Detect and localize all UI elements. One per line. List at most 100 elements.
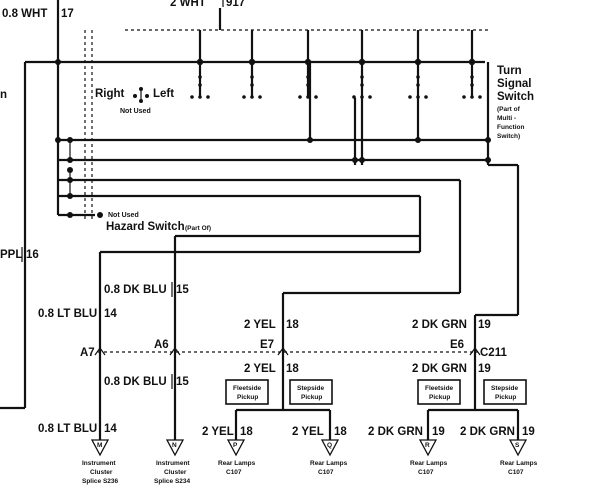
terminal-line2: Cluster (164, 469, 187, 476)
terminals: M Instrument Cluster Splice S236 N Instr… (82, 439, 538, 485)
terminal-n: N Instrument Cluster Splice S234 (154, 439, 191, 485)
contact-group-1 (190, 30, 210, 99)
fleetside-1-b: Pickup (237, 394, 258, 401)
dk-blu-upper-label: 0.8 DK BLU (104, 284, 167, 296)
terminal-letter: P (233, 442, 238, 449)
fleetside-2-b: Pickup (429, 394, 450, 401)
turn-signal-contacts (133, 30, 482, 103)
yel-upper-circuit: 18 (286, 319, 299, 331)
lt-blu-upper-label: 0.8 LT BLU (38, 308, 97, 320)
connector-a7: A7 (80, 347, 95, 359)
terminal-letter: Q (327, 442, 332, 449)
top-wires: 0.8 WHT 17 2 WHT 917 n (0, 0, 245, 101)
fleetside-box-2 (417, 379, 461, 405)
grn-bottom-a-circuit: 19 (432, 426, 445, 438)
connector-e7: E7 (260, 339, 274, 351)
signal-label: Signal (497, 78, 532, 90)
hazard-bus-lines (55, 59, 520, 440)
switch-label: Switch (497, 91, 534, 103)
terminal-line1: Rear Lamps (310, 460, 348, 467)
stepside-box-1 (289, 379, 333, 405)
connector-c211: A7 A6 E7 E6 C211 (80, 339, 507, 359)
terminal-r: R Rear Lamps C107 (410, 439, 448, 476)
terminal-letter: S (515, 442, 520, 449)
right-label: Right (95, 88, 125, 100)
dk-blu-lower-circuit: 15 (176, 376, 189, 388)
terminal-letter: R (425, 442, 430, 449)
wire-label-0-8-wht: 0.8 WHT (2, 8, 47, 20)
terminal-line1: Instrument (156, 460, 190, 467)
grn-upper-circuit: 19 (478, 319, 491, 331)
terminal-q: Q Rear Lamps C107 (310, 439, 348, 476)
grn-lower-label: 2 DK GRN (412, 363, 467, 375)
terminal-line1: Instrument (82, 460, 116, 467)
wire-circuit-917: 917 (226, 0, 245, 9)
yel-bottom-a-circuit: 18 (240, 426, 253, 438)
connector-e6: E6 (450, 339, 464, 351)
turn-sub-4: Switch) (497, 133, 520, 140)
terminal-line2: C107 (226, 469, 242, 476)
right-left-selector (133, 87, 149, 103)
stepside-2-b: Pickup (495, 394, 516, 401)
turn-sub-3: Function (497, 124, 524, 131)
fleetside-2-a: Fleetside (425, 385, 454, 392)
yel-bottom-a-label: 2 YEL (202, 426, 234, 438)
grn-bottom-b-circuit: 19 (522, 426, 535, 438)
ppl-label: PPL (0, 249, 22, 261)
contact-group-4 (352, 30, 372, 99)
stepside-2-a: Stepside (491, 385, 518, 392)
terminal-line1: Rear Lamps (500, 460, 538, 467)
fleetside-1-a: Fleetside (233, 385, 262, 392)
not-used-label-hazard: Not Used (108, 212, 139, 219)
wire-label-2-wht: 2 WHT (170, 0, 206, 9)
terminal-p: P Rear Lamps C107 (218, 439, 256, 476)
terminal-line1: Rear Lamps (410, 460, 448, 467)
switch-output-verticals (308, 62, 490, 165)
pickup-selectors: Fleetside Pickup Stepside Pickup Fleetsi… (225, 379, 527, 440)
connector-a6: A6 (154, 339, 169, 351)
yel-lower-label: 2 YEL (244, 363, 276, 375)
grn-lower-circuit: 19 (478, 363, 491, 375)
stepside-1-b: Pickup (301, 394, 322, 401)
wire-label-edge: n (0, 89, 7, 101)
turn-sub-2: Multi - (497, 115, 516, 122)
not-used-label: Not Used (120, 108, 151, 115)
fleetside-box-1 (225, 379, 269, 405)
stepside-box-2 (483, 379, 527, 405)
terminal-line3: Splice S236 (82, 478, 119, 485)
yel-lower-circuit: 18 (286, 363, 299, 375)
ppl-circuit: 16 (26, 249, 39, 261)
terminal-line1: Rear Lamps (218, 460, 256, 467)
stepside-1-a: Stepside (297, 385, 324, 392)
mid-labels: PPL 16 0.8 DK BLU 15 0.8 LT BLU 14 2 YEL… (0, 247, 491, 331)
terminal-letter: N (172, 442, 177, 449)
contact-group-5 (408, 30, 428, 99)
lt-blu-upper-circuit: 14 (104, 308, 117, 320)
terminal-s: S Rear Lamps C107 (500, 439, 538, 476)
grn-upper-label: 2 DK GRN (412, 319, 467, 331)
terminal-line2: C107 (318, 469, 334, 476)
bus-wires (0, 0, 488, 410)
terminal-line2: Cluster (90, 469, 113, 476)
contact-group-3 (298, 30, 318, 99)
terminal-line2: C107 (508, 469, 524, 476)
terminal-letter: M (97, 442, 102, 449)
left-label: Left (153, 88, 174, 100)
hazard-switch-sub: (Part Of) (185, 225, 211, 232)
grn-bottom-a-label: 2 DK GRN (368, 426, 423, 438)
yel-upper-label: 2 YEL (244, 319, 276, 331)
hazard-switch-label: Hazard Switch (106, 221, 185, 233)
lt-blu-bottom-circuit: 14 (104, 423, 117, 435)
terminal-line3: Splice S234 (154, 478, 191, 485)
contact-group-2 (242, 30, 262, 99)
terminal-line2: C107 (418, 469, 434, 476)
dk-blu-upper-circuit: 15 (176, 284, 189, 296)
grn-bottom-b-label: 2 DK GRN (460, 426, 515, 438)
lt-blu-bottom-label: 0.8 LT BLU (38, 423, 97, 435)
turn-sub-1: (Part of (497, 106, 521, 113)
yel-bottom-b-circuit: 18 (334, 426, 347, 438)
yel-bottom-b-label: 2 YEL (292, 426, 324, 438)
bottom-labels: 0.8 LT BLU 14 2 YEL 18 2 YEL 18 2 DK GRN… (38, 421, 535, 438)
terminal-m: M Instrument Cluster Splice S236 (82, 439, 119, 485)
